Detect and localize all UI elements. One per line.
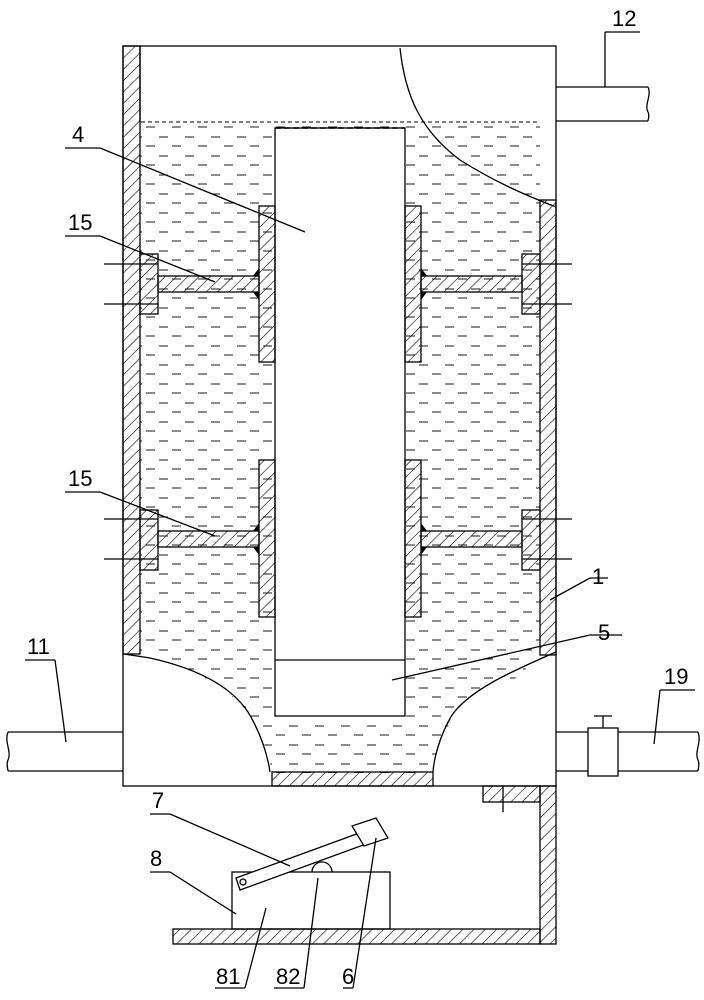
bottom-plate (272, 772, 433, 786)
lever-mechanism (232, 818, 390, 929)
label-7: 7 (152, 788, 164, 813)
tank-left-wall (123, 46, 140, 654)
label-15-lower: 15 (68, 466, 92, 491)
label-5: 5 (598, 620, 610, 645)
outlet-pipe-12 (556, 87, 649, 121)
label-82: 82 (276, 964, 300, 989)
label-19: 19 (664, 664, 688, 689)
label-6: 6 (342, 964, 354, 989)
lower-frame (173, 786, 556, 944)
label-11: 11 (27, 634, 50, 659)
label-15-upper: 15 (68, 210, 92, 235)
label-8: 8 (150, 846, 162, 871)
valve (588, 728, 618, 776)
center-column (275, 128, 405, 716)
label-12: 12 (612, 6, 636, 31)
label-4: 4 (72, 122, 84, 147)
tank-right-wall (540, 200, 556, 655)
label-1: 1 (592, 564, 604, 589)
lever-7 (236, 832, 366, 890)
label-81: 81 (216, 964, 240, 989)
pivot-82 (312, 862, 332, 872)
drain-pipe-19 (556, 716, 699, 776)
